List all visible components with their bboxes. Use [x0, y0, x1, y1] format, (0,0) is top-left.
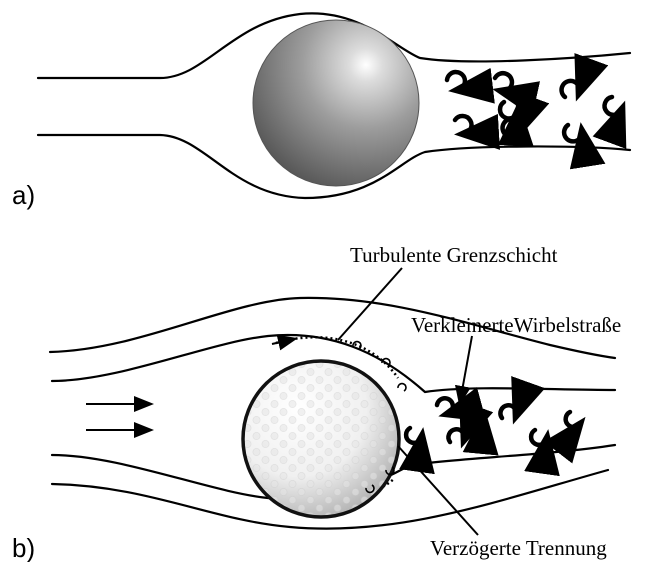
panel-label-b: b) [12, 533, 35, 562]
label-turbulent-boundary-layer: Turbulente Grenzschicht [350, 243, 558, 267]
panel-b: Turbulente Grenzschicht VerkleinerteWirb… [12, 243, 621, 562]
boundary-arrow-top [272, 339, 294, 344]
smooth-ball [253, 20, 419, 186]
leader-reduced-wake [460, 336, 472, 402]
panel-a: a) [12, 13, 630, 210]
leader-turbulent-boundary-layer [338, 268, 402, 340]
panel-label-a: a) [12, 180, 35, 210]
label-delayed-separation: Verzögerte Trennung [430, 536, 607, 560]
golf-ball [243, 361, 399, 517]
wake-eddies-a [447, 72, 622, 141]
wake-eddies-b [406, 398, 580, 445]
label-reduced-wake: VerkleinerteWirbelstraße [411, 313, 621, 337]
